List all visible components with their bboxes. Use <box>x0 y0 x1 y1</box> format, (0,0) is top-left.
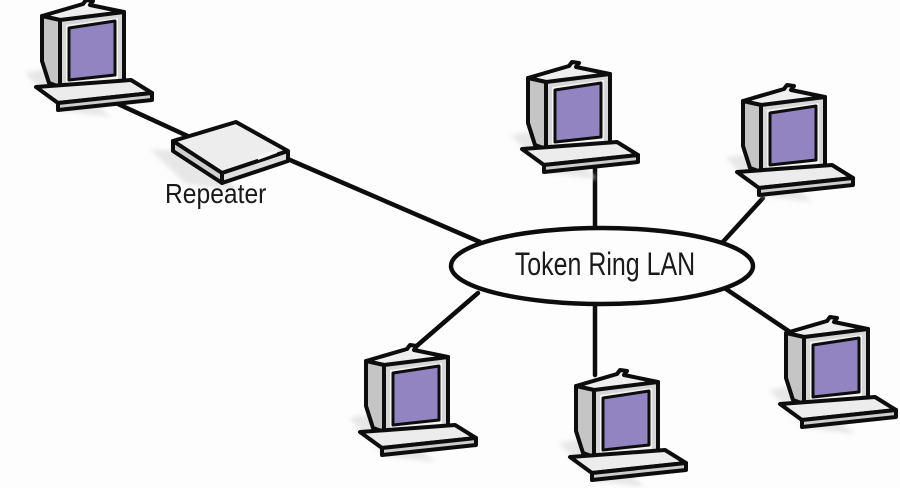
computer-icon-bottom-left <box>349 345 476 462</box>
repeater-vent-detail <box>258 149 277 160</box>
token-ring-lan-ellipse <box>448 225 756 307</box>
connection-line-topright-to-ring <box>718 195 766 247</box>
connection-line-ring-to-bottomright <box>723 286 796 337</box>
computer-icon-bottom-right <box>769 317 896 434</box>
computer-icon-top-left <box>25 0 152 117</box>
token-ring-lan-label: Token Ring LAN <box>514 246 696 282</box>
computer-icon-top-center <box>511 62 638 179</box>
computer-icon-top-right <box>726 85 853 202</box>
repeater-icon <box>171 120 290 185</box>
repeater-label: Repeater <box>165 178 267 209</box>
connection-line-repeater-to-ring <box>280 154 483 245</box>
computer-icon-bottom-center <box>559 370 686 487</box>
connection-line-ring-to-bottomleft <box>409 290 481 353</box>
